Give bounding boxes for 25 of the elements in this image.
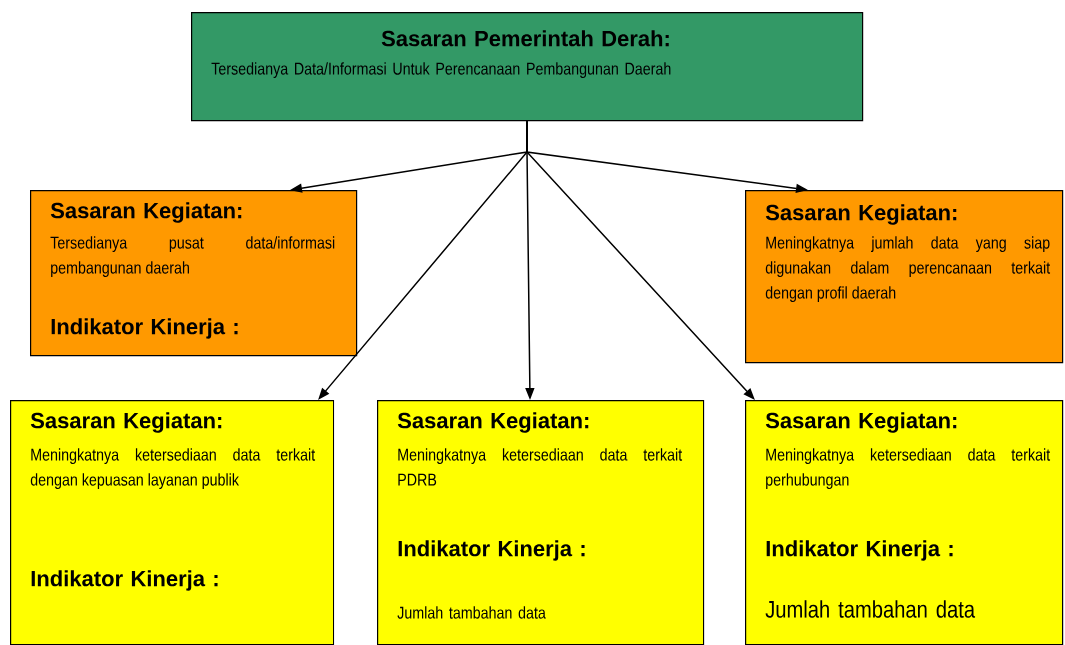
- body-text: Meningkatnya jumlah data yang siap digunakan dalam perencanaan terkait dengan profil daerah: [765, 236, 1051, 303]
- heading: Indikator Kinerja :: [398, 540, 585, 561]
- heading: Indikator Kinerja :: [766, 540, 953, 561]
- heading: Sasaran Kegiatan:: [397, 412, 589, 433]
- box: [745, 190, 1064, 364]
- body-text: Tersedianya Data/Informasi Untuk Perencanaan Pembangunan Daerah: [211, 62, 671, 79]
- heading: Sasaran Pemerintah Derah:: [381, 30, 669, 47]
- body-text: Jumlah tambahan data: [765, 600, 976, 618]
- body-text: Meningkatnya ketersediaan data terkait perhubungan: [766, 448, 1051, 490]
- body-text: Jumlah tambahan data: [397, 606, 546, 619]
- box: [10, 400, 335, 645]
- box: [377, 400, 705, 645]
- box: [30, 190, 358, 357]
- heading: Sasaran Kegiatan:: [765, 412, 957, 433]
- heading: Indikator Kinerja :: [51, 318, 238, 339]
- arrow: [526, 120, 755, 400]
- body-text: Meningkatnya ketersediaan data terkait dengan kepuasan layanan publik: [30, 448, 316, 490]
- box: [191, 12, 864, 122]
- heading: Sasaran Kegiatan:: [30, 412, 222, 433]
- body-text: Meningkatnya ketersediaan data terkait PDRB: [398, 448, 683, 486]
- heading: Sasaran Kegiatan:: [765, 204, 957, 225]
- heading: Indikator Kinerja :: [31, 570, 218, 591]
- body-text: Tersedianya pusat data/informasi pembangunan daerah: [50, 236, 335, 278]
- heading: Sasaran Kegiatan:: [50, 202, 242, 223]
- box: [745, 400, 1064, 645]
